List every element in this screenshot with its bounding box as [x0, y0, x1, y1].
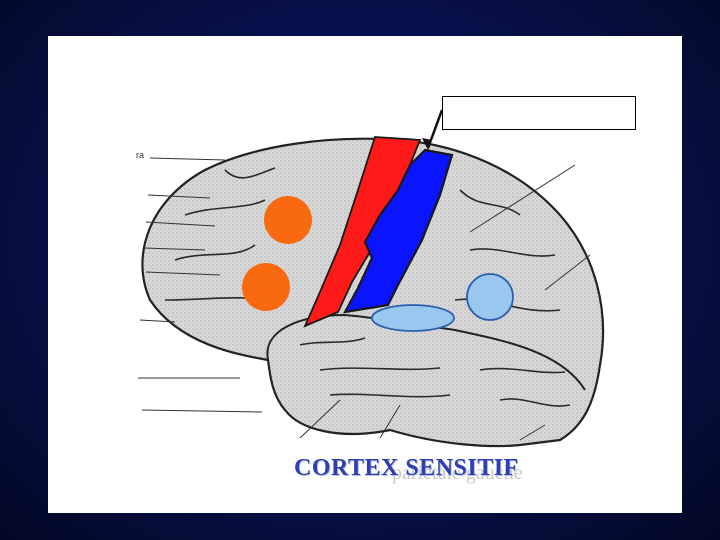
frontal-spot-upper	[264, 196, 312, 244]
frontal-spot-lower	[242, 263, 290, 311]
label-box-empty	[442, 96, 636, 130]
leader-tag: ra	[136, 150, 144, 160]
slide-caption: CORTEX SENSITIF	[294, 455, 519, 481]
parietal-circle	[466, 273, 514, 321]
temporal-oval	[371, 304, 455, 332]
sensory-cortex-strip	[342, 148, 454, 314]
leader-lines	[138, 157, 591, 441]
ghost-text: pariétale gauche	[392, 462, 523, 484]
